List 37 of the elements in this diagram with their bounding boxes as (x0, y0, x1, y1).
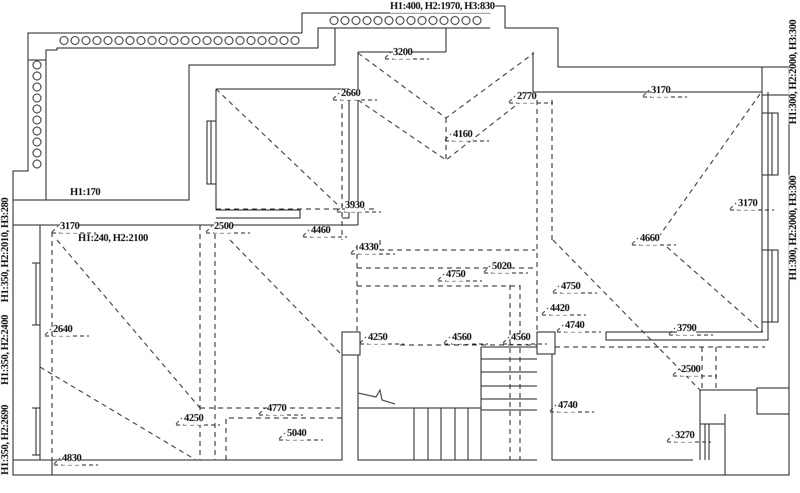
dimension-label: 4770 (267, 404, 286, 414)
dimension-label: 5020 (492, 262, 512, 272)
dimension-label: 4740 (558, 401, 578, 412)
height-note: H1:300, H2:2000, H3:300 (788, 176, 800, 280)
dimension-label: 4330 (359, 243, 378, 254)
dimension-label: 2500 (681, 365, 700, 376)
dimension-label: 4560 (511, 333, 530, 344)
dimension-label: 4250 (184, 414, 204, 424)
height-note: H1:300, H2:2000, H3:300 (788, 20, 800, 124)
height-note: H1:350, H2:2690 (0, 405, 12, 475)
height-note: H1:400, H2:1970, H3:830 (390, 2, 495, 12)
height-note: H1:170 (70, 188, 100, 198)
dimension-label: 4660 (640, 234, 660, 244)
dimension-label: 2660 (341, 89, 360, 100)
dimension-label: 3270 (675, 431, 694, 442)
dimension-label: 3930 (345, 201, 364, 212)
dimension-label: 3200 (393, 48, 412, 58)
height-note: H1:350, H2:2400 (0, 315, 12, 385)
dimension-label: 2770 (517, 92, 536, 102)
dimension-label: 3170 (738, 199, 758, 210)
dimension-label: 4830 (62, 454, 82, 464)
height-note: H1:350, H2:2010, H3:280 (0, 198, 12, 302)
dimension-label: 4160 (453, 130, 472, 140)
height-note: H1:240, H2:2100 (78, 234, 148, 244)
dimension-label: 3790 (677, 324, 696, 334)
dimension-label: 2500 (214, 222, 234, 232)
dimension-label: 4250 (368, 333, 388, 344)
dimension-label: 4750 (561, 282, 580, 292)
dimension-label: 4560 (452, 333, 472, 344)
dimension-label: 4740 (565, 321, 584, 332)
dimension-label: 3170 (651, 86, 670, 96)
dimension-label: 5040 (287, 429, 306, 440)
dimension-label: 4460 (311, 226, 330, 236)
dimension-label: 4750 (446, 270, 466, 280)
dimension-label: 3170 (60, 222, 80, 232)
dimension-label: 4420 (550, 304, 570, 314)
dimension-label: 2640 (53, 325, 72, 336)
